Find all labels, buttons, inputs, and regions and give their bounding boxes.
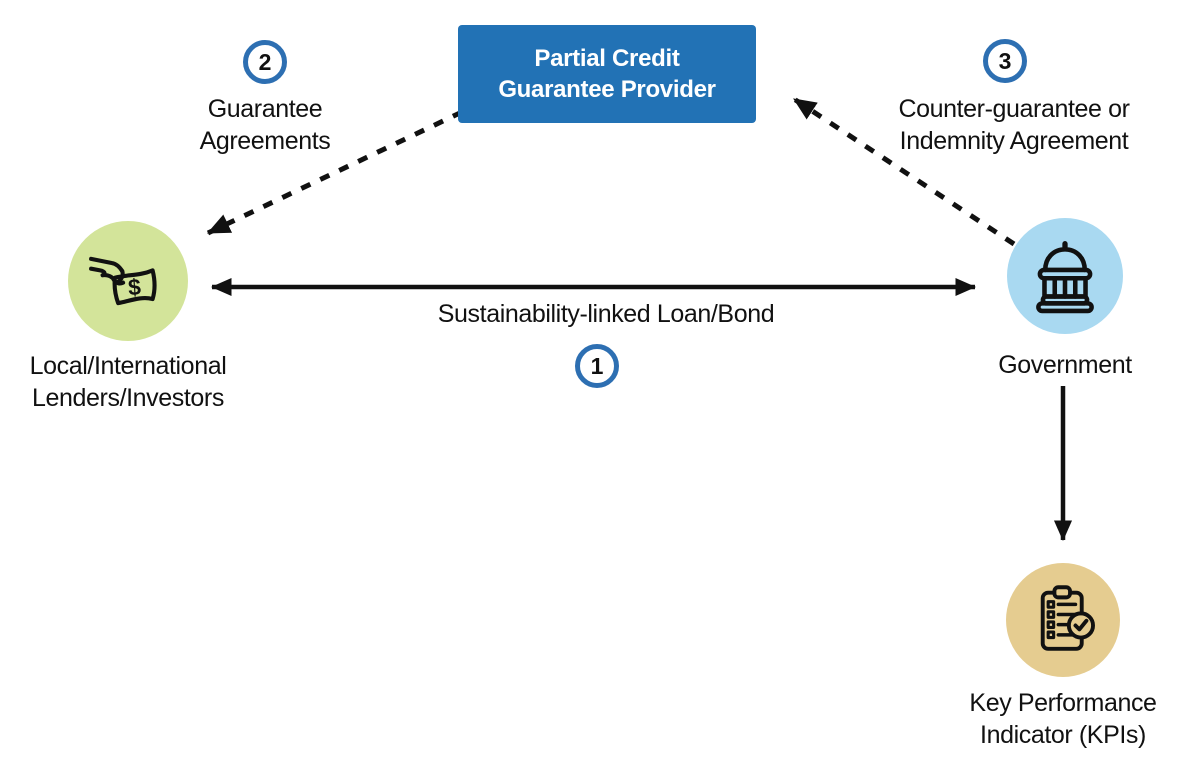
step-3-badge: 3 — [983, 39, 1027, 83]
kpi-entity-circle — [1006, 563, 1120, 677]
partial-credit-guarantee-provider-box: Partial Credit Guarantee Provider — [458, 25, 756, 123]
dollar-sign-glyph: $ — [127, 274, 142, 301]
counter-guarantee-label: Counter-guarantee or Indemnity Agreement — [898, 95, 1130, 155]
step-1-number: 1 — [590, 352, 604, 379]
sustainability-loan-label: Sustainability-linked Loan/Bond — [437, 300, 775, 328]
lenders-label: Local/International Lenders/Investors — [29, 352, 227, 412]
step-2-number: 2 — [258, 48, 272, 75]
government-entity-circle — [1007, 218, 1123, 334]
kpi-label: Key Performance Indicator (KPIs) — [969, 689, 1157, 749]
government-building-icon — [1036, 241, 1094, 314]
government-label: Government — [998, 351, 1132, 379]
hand-giving-money-icon: $ — [89, 256, 157, 306]
clipboard-checklist-icon — [1040, 585, 1095, 651]
provider-box-label: Partial Credit Guarantee Provider — [498, 44, 716, 103]
step-2-badge: 2 — [243, 40, 287, 84]
step-1-badge: 1 — [575, 344, 619, 388]
guarantee-agreements-label: Guarantee Agreements — [199, 95, 331, 155]
step-3-number: 3 — [998, 47, 1012, 74]
lenders-entity-circle: $ — [68, 221, 188, 341]
